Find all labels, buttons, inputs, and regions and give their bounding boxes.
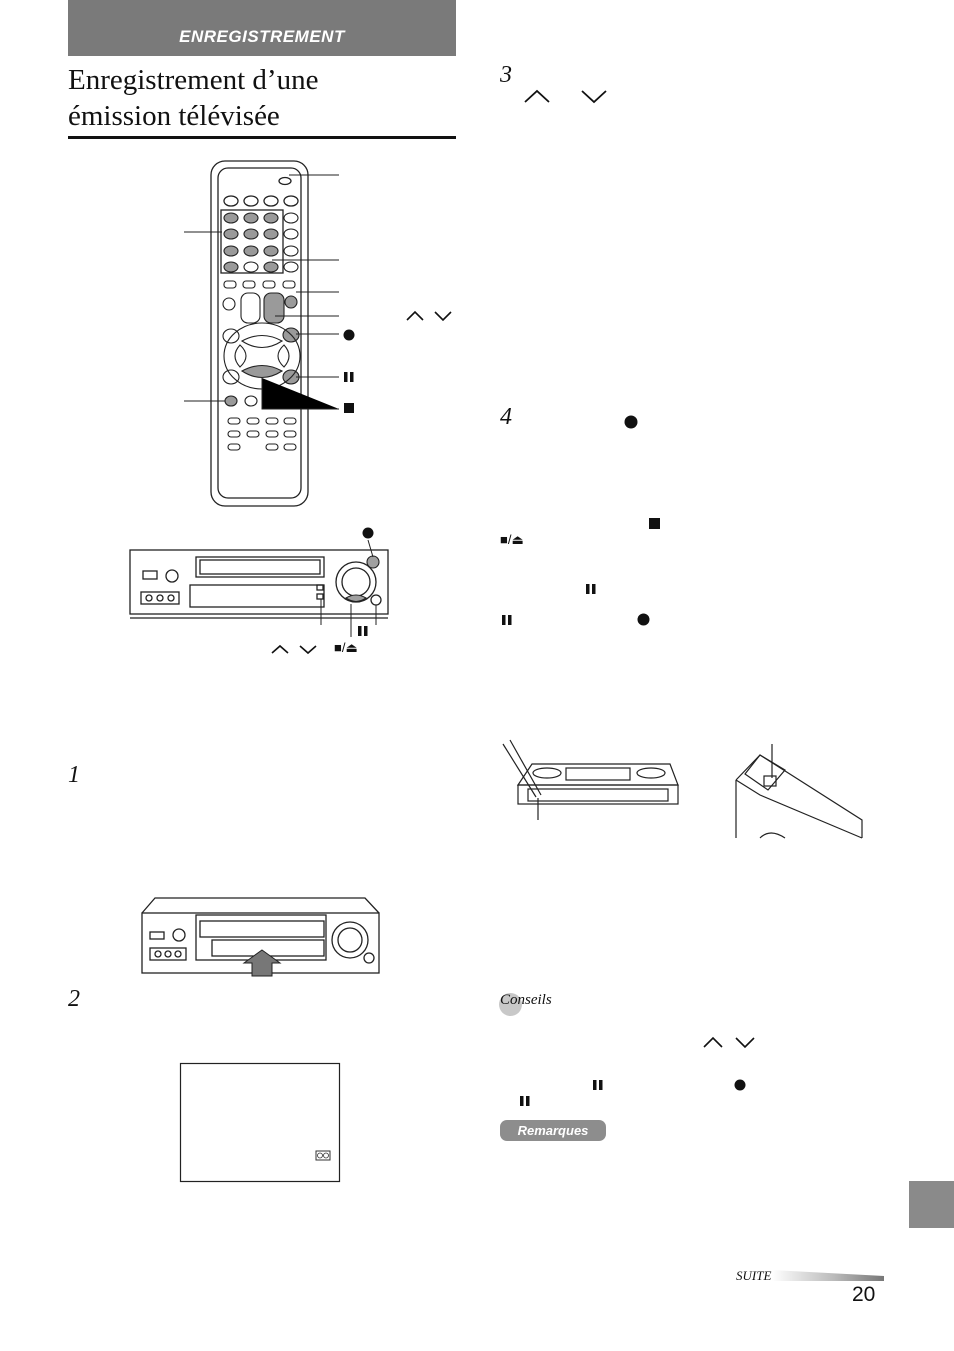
step-number-4: 4 [500,404,512,430]
pause-icon [358,626,368,636]
pause-icon [586,584,596,594]
page-title-line-2: émission télévisée [68,100,280,132]
suite-label: SUITE [736,1268,772,1283]
record-icon [362,527,374,539]
chevron-up-down-icon [271,644,317,655]
tv-screen-illustration [179,1062,341,1183]
record-icon [637,613,650,626]
step-number-1: 1 [68,762,80,788]
title-underline [68,136,456,139]
step-number-3: 3 [500,62,512,88]
step-number-2: 2 [68,986,80,1012]
pause-icon [344,372,354,382]
section-header-band: ENREGISTREMENT [68,0,456,56]
conseils-badge-dot [499,993,522,1016]
chevron-up-down-icon [406,310,452,322]
chevron-down-icon [581,90,607,104]
conseils-heading: Conseils [500,992,552,1008]
chevron-up-icon [524,89,550,103]
pause-icon [520,1096,530,1106]
chevron-up-down-icon [703,1036,755,1049]
remarques-badge: Remarques [500,1120,606,1141]
pause-icon [593,1080,603,1090]
record-icon [343,329,355,341]
stop-eject-label: ■/⏏ [500,532,524,547]
pause-icon [502,615,512,625]
stop-eject-label: ■/⏏ [334,640,358,655]
record-icon [734,1079,746,1091]
section-label: ENREGISTREMENT [179,27,345,46]
suite-arrow-bar [772,1270,884,1281]
stop-icon [649,518,660,529]
page-number: 20 [852,1283,876,1306]
page-title: Enregistrement d’une émission télévisée [68,62,456,134]
section-tab-marker [909,1181,954,1228]
stop-icon [344,403,354,413]
page-title-line-1: Enregistrement d’une [68,64,319,96]
record-icon [624,415,638,429]
